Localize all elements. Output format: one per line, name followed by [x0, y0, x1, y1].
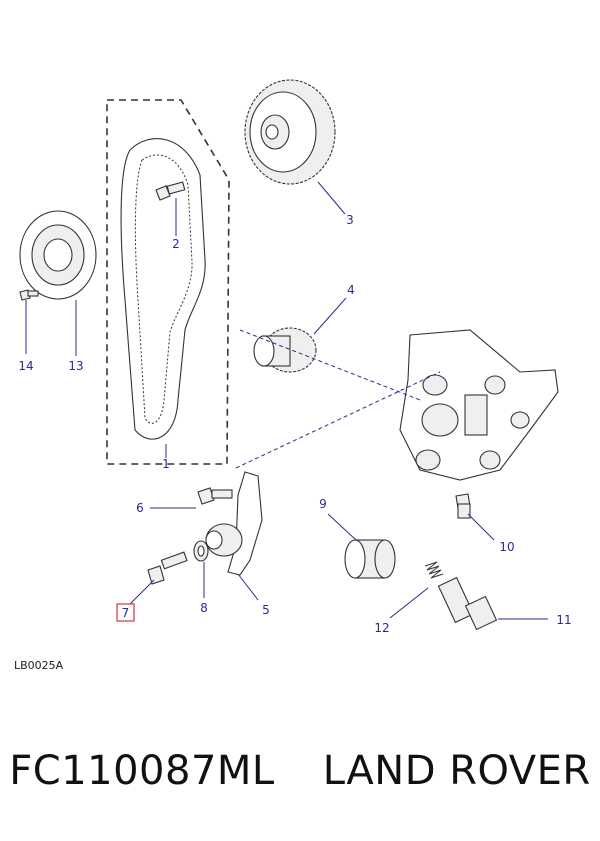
callout-3: 3	[346, 213, 354, 227]
leader-lines	[25, 181, 548, 620]
callout-2: 2	[172, 237, 180, 251]
callout-4: 4	[347, 283, 355, 297]
callout-7-highlight-box	[116, 603, 135, 622]
pump-housing	[399, 329, 559, 481]
callout-5: 5	[262, 603, 270, 617]
idler-roller	[344, 539, 396, 579]
callout-8: 8	[200, 601, 208, 615]
callouts: 1 2 3 4 5 6 7 8 9 10 11 12 13 14	[18, 213, 571, 635]
spring-and-plunger	[424, 561, 498, 631]
callout-6: 6	[136, 501, 144, 515]
camshaft-pulley	[244, 79, 336, 185]
callout-13: 13	[68, 359, 83, 373]
crankshaft-pulley	[253, 327, 317, 373]
front-cover-disc	[19, 210, 97, 300]
bolt-6	[197, 487, 233, 505]
timing-belt	[120, 138, 206, 440]
callout-1: 1	[162, 457, 170, 471]
product-caption: FC110087ML LAND ROVER	[0, 748, 600, 808]
callout-9: 9	[319, 497, 327, 511]
callout-11: 11	[556, 613, 571, 627]
belt-enclosure-dashed	[106, 99, 230, 465]
brand-name: LAND ROVER	[322, 748, 591, 794]
part-number: FC110087ML	[9, 748, 275, 794]
callout-7[interactable]: 7	[122, 606, 130, 620]
callout-14: 14	[18, 359, 33, 373]
tensioner-bracket	[205, 471, 263, 576]
washer-8	[193, 540, 209, 562]
callout-12: 12	[374, 621, 389, 635]
bolt-2	[155, 181, 186, 201]
diagram-reference-code: LB0025A	[14, 659, 64, 672]
exploded-parts-diagram: 1 2 3 4 5 6 7 8 9 10 11 12 13 14	[18, 79, 572, 635]
callout-10: 10	[499, 540, 514, 554]
bolt-14	[19, 289, 39, 301]
bolt-10	[455, 493, 471, 519]
bolt-7	[147, 551, 188, 585]
